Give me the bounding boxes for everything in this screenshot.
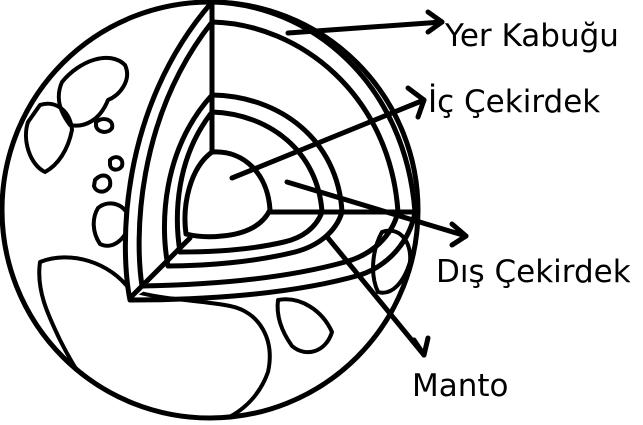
label-outer-core: Dış Çekirdek bbox=[436, 254, 631, 290]
label-crust: Yer Kabuğu bbox=[444, 18, 619, 54]
label-mantle: Manto bbox=[412, 368, 509, 404]
mantle-pointer-head bbox=[414, 338, 428, 355]
label-inner-core: İç Çekirdek bbox=[428, 84, 600, 120]
